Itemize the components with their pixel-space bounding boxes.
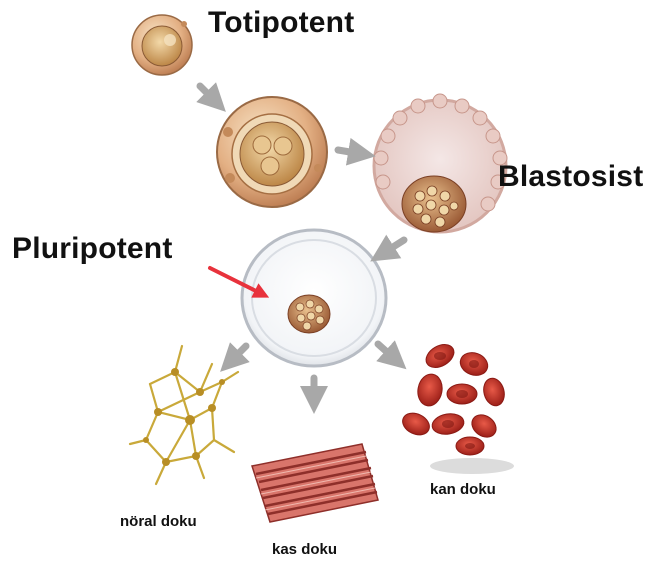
blood-tissue-illustration: [399, 340, 514, 474]
blastocyst-illustration: [374, 94, 507, 232]
muscle-tissue-label: kas doku: [272, 541, 337, 558]
muscle-tissue-illustration: [252, 444, 378, 522]
zygote-cell-illustration: [132, 15, 192, 75]
totipotent-label: Totipotent: [208, 6, 354, 40]
pluripotent-label: Pluripotent: [12, 232, 173, 266]
arrow-blastocyst-to-dish: [382, 240, 404, 254]
arrow-zygote-to-morula: [200, 86, 216, 102]
blood-tissue-label: kan doku: [430, 481, 496, 498]
blastosist-label: Blastosist: [498, 160, 643, 194]
morula-cell-illustration: [217, 97, 327, 207]
arrow-dish-to-blood: [378, 344, 396, 360]
petri-dish-illustration: [242, 230, 386, 366]
arrow-morula-to-blastocyst: [338, 150, 362, 154]
neural-tissue-illustration: [130, 346, 238, 484]
neural-tissue-label: nöral doku: [120, 513, 197, 530]
arrow-dish-to-neural: [230, 346, 246, 362]
